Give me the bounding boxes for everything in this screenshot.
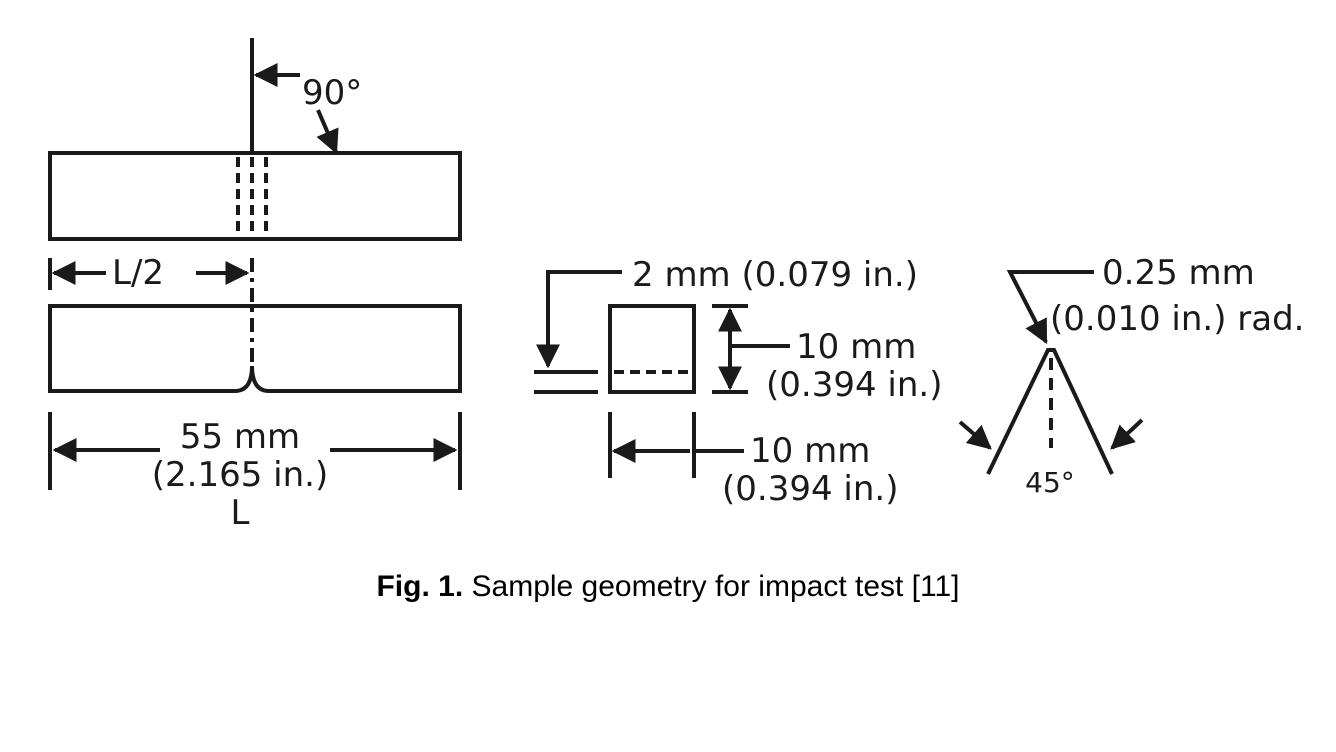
cross-section-square <box>608 304 696 394</box>
notch-depth-leader <box>536 270 622 369</box>
notch-angle-label: 90° <box>302 73 362 113</box>
diagram-labels: 90° L/2 55 mm (2.165 in.) L 2 mm (0.079 … <box>112 73 1305 533</box>
top-view-bar <box>48 151 462 241</box>
height-mm-label: 10 mm <box>796 327 916 367</box>
length-in-label: (2.165 in.) <box>152 455 328 495</box>
caption-label: Fig. 1. <box>376 570 464 603</box>
notch-detail-v <box>986 348 1114 475</box>
angle-arrow-right <box>1110 418 1144 450</box>
radius-leader <box>1006 270 1094 345</box>
front-view-bar <box>48 304 462 393</box>
width-in-label: (0.394 in.) <box>722 469 898 509</box>
width-mm-label: 10 mm <box>750 431 870 471</box>
angle-arrow-left <box>958 420 992 450</box>
figure-caption: Fig. 1. Sample geometry for impact test … <box>0 570 1336 604</box>
length-dimension <box>48 412 462 490</box>
radius-mm-label: 0.25 mm <box>1102 253 1255 293</box>
specimen-diagram: 90° L/2 55 mm (2.165 in.) L 2 mm (0.079 … <box>48 38 1305 533</box>
length-symbol-label: L <box>231 493 250 533</box>
half-length-dimension <box>48 258 254 368</box>
notch-depth-label: 2 mm (0.079 in.) <box>632 255 918 295</box>
height-in-label: (0.394 in.) <box>766 365 942 405</box>
front-view <box>48 304 462 393</box>
notch-angle-45-label: 45° <box>1025 466 1075 499</box>
notch-detail <box>958 270 1144 475</box>
angle-arrow-leader <box>316 109 339 155</box>
radius-in-label: (0.010 in.) rad. <box>1050 299 1305 339</box>
length-mm-label: 55 mm <box>180 417 300 457</box>
caption-text: Sample geometry for impact test [11] <box>463 570 960 603</box>
half-length-label: L/2 <box>112 253 164 293</box>
cross-section <box>534 270 790 478</box>
top-view <box>48 38 462 241</box>
